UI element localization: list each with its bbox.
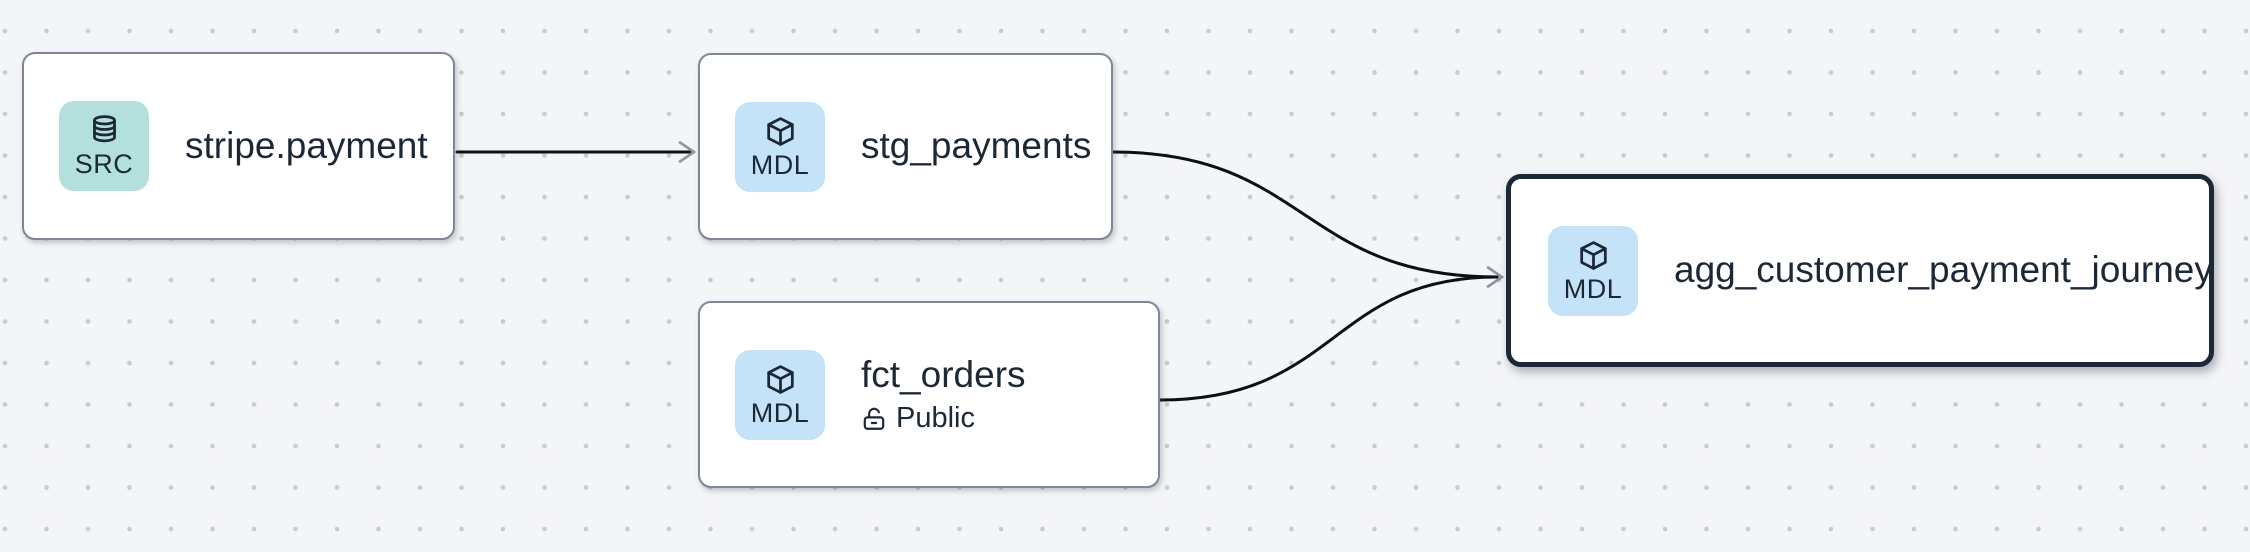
access-label: Public	[896, 401, 975, 434]
arrowhead-icon	[1486, 266, 1505, 288]
badge-label: MDL	[1563, 273, 1623, 304]
arrowhead-icon	[678, 141, 697, 163]
model-type-badge: MDL	[735, 101, 825, 192]
cube-icon	[1579, 240, 1607, 270]
lock-open-icon	[863, 407, 885, 430]
cube-icon	[766, 364, 794, 394]
node-stripe-payment[interactable]: SRC stripe.payment	[22, 52, 455, 240]
edge-stripe-payment-to-stg-payments	[455, 141, 697, 163]
node-title: fct_orders	[861, 354, 1026, 396]
badge-label: SRC	[74, 149, 134, 179]
model-type-badge: MDL	[735, 349, 825, 440]
model-type-badge: MDL	[1548, 225, 1638, 316]
cube-icon	[766, 116, 794, 146]
edge-stg-payments-to-agg-journey	[1111, 150, 1499, 279]
access-badge: Public	[861, 401, 1026, 435]
node-agg-customer-payment-journey[interactable]: MDL agg_customer_payment_journey	[1506, 174, 2214, 367]
node-title: agg_customer_payment_journey	[1674, 249, 2213, 291]
badge-label: MDL	[750, 397, 810, 428]
badge-label: MDL	[750, 149, 810, 180]
node-title: stripe.payment	[185, 124, 428, 166]
node-title: stg_payments	[861, 125, 1092, 167]
source-type-badge: SRC	[59, 101, 149, 191]
database-icon	[92, 115, 116, 143]
edge-fct-orders-to-agg-journey	[1158, 266, 1505, 402]
node-stg-payments[interactable]: MDL stg_payments	[698, 53, 1113, 240]
node-fct-orders[interactable]: MDL fct_orders Public	[698, 301, 1160, 488]
